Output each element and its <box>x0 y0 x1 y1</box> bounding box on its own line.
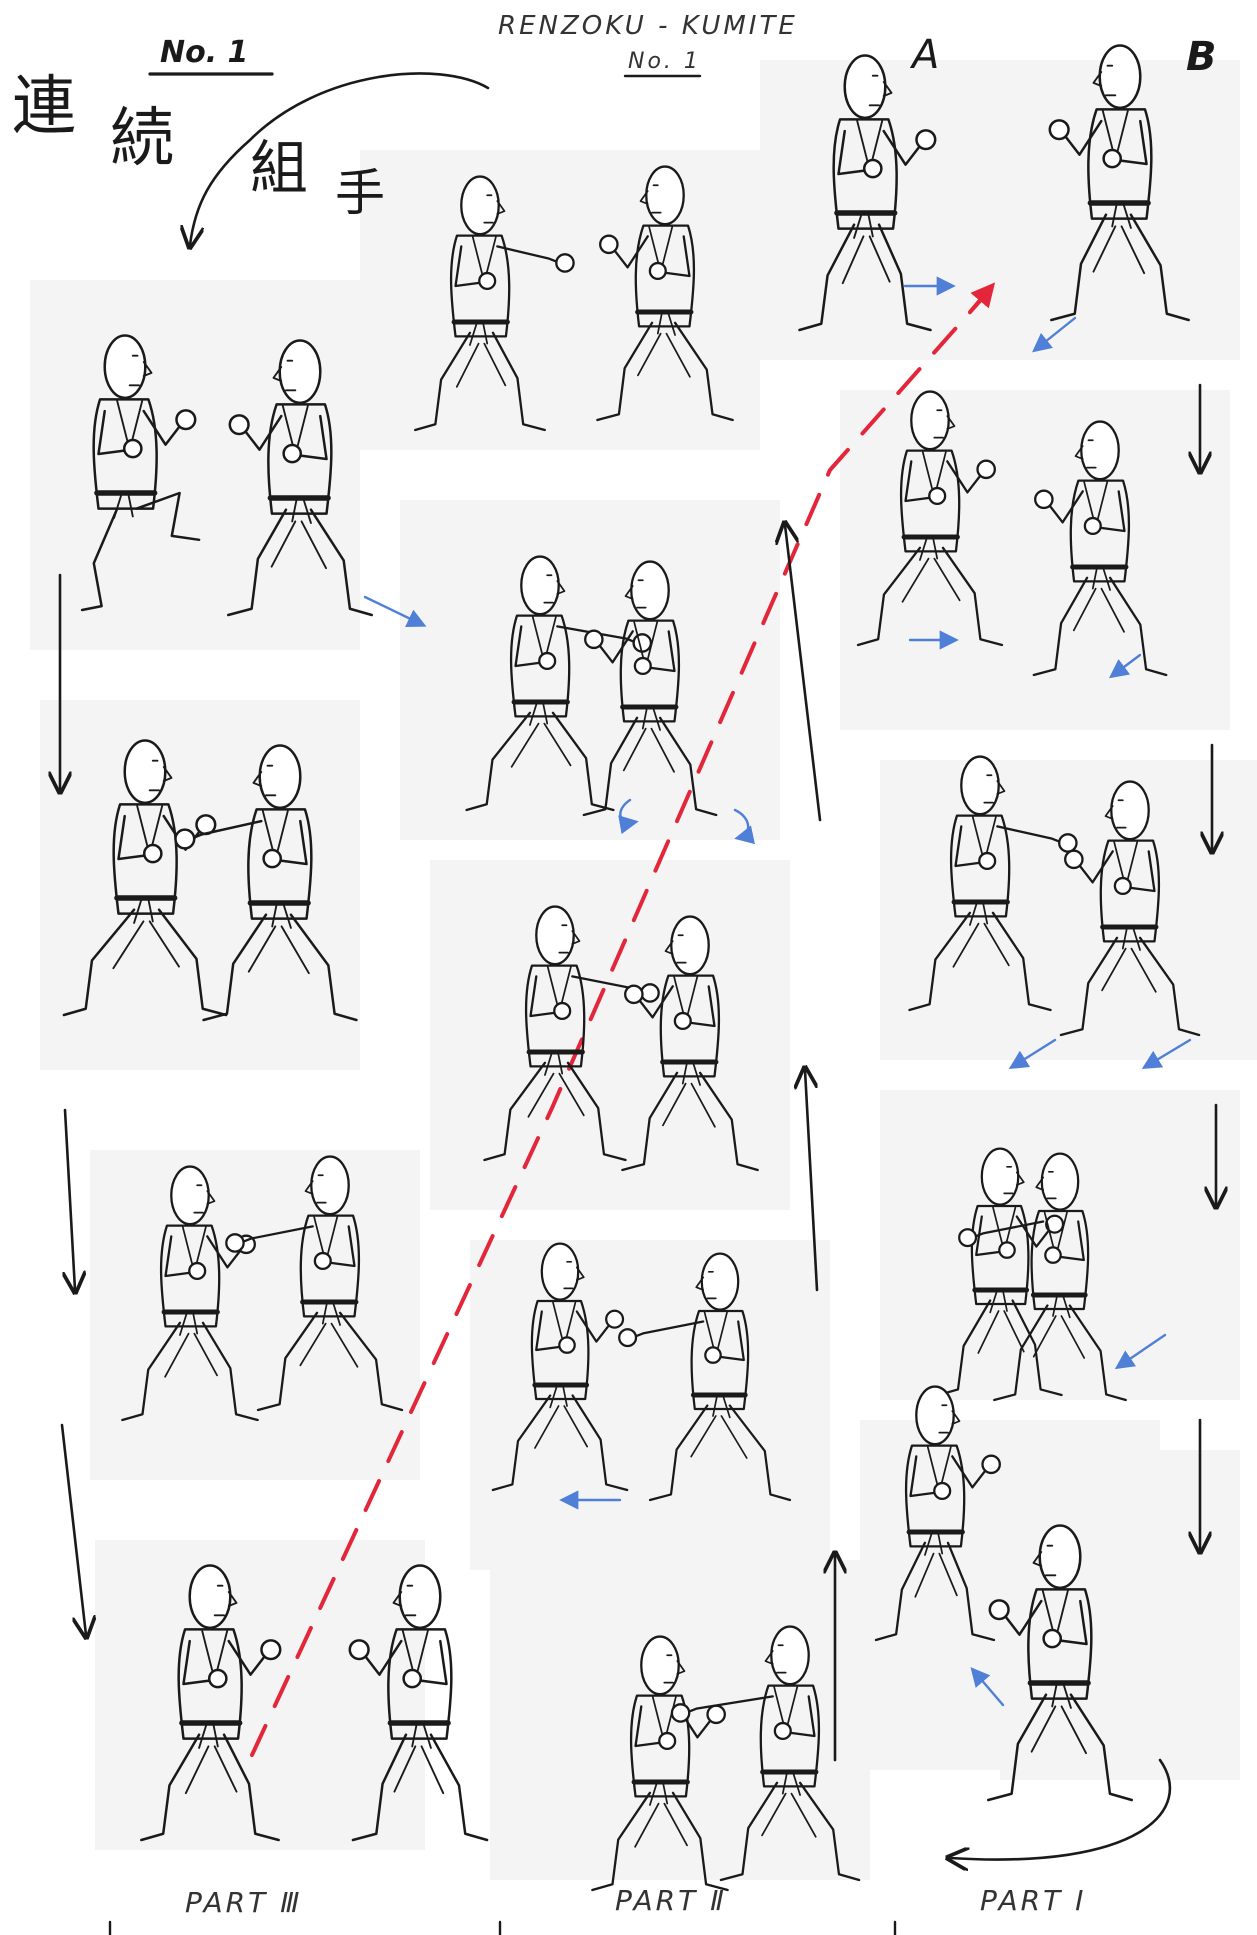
sheet-title: RENZOKU - KUMITE <box>498 11 798 41</box>
part-label-2: PART Ⅱ <box>615 1884 727 1917</box>
fighter-label-a: A <box>909 32 939 78</box>
kanji-te: 手 <box>335 164 385 222</box>
flow-arrow-icon <box>65 1110 75 1290</box>
kanji-zoku: 続 <box>110 102 174 176</box>
grid-patch <box>90 1150 420 1480</box>
part-label-3: PART Ⅲ <box>185 1886 302 1919</box>
kanji-kumi: 組 <box>250 134 308 202</box>
corner-number: No. 1 <box>160 35 248 70</box>
grid-patch <box>880 760 1257 1060</box>
fighter-label-b: B <box>1186 34 1217 80</box>
part-label-1: PART Ⅰ <box>980 1884 1086 1917</box>
kanji-ren: 連 <box>12 70 76 144</box>
grid-patch <box>30 280 360 650</box>
grid-patch <box>40 700 360 1070</box>
sheet-subtitle: No. 1 <box>628 49 701 74</box>
grid-patch <box>360 150 760 450</box>
grid-patch <box>470 1240 830 1570</box>
grid-patch <box>880 1090 1240 1400</box>
flow-arrow-icon <box>62 1425 86 1635</box>
part-labels: PART Ⅲ PART Ⅱ PART Ⅰ <box>110 1884 1086 1935</box>
flow-arrow-icon <box>785 525 820 820</box>
grid-patch <box>1000 1450 1240 1780</box>
grid-patch <box>840 390 1230 730</box>
grid-patch <box>95 1540 425 1850</box>
